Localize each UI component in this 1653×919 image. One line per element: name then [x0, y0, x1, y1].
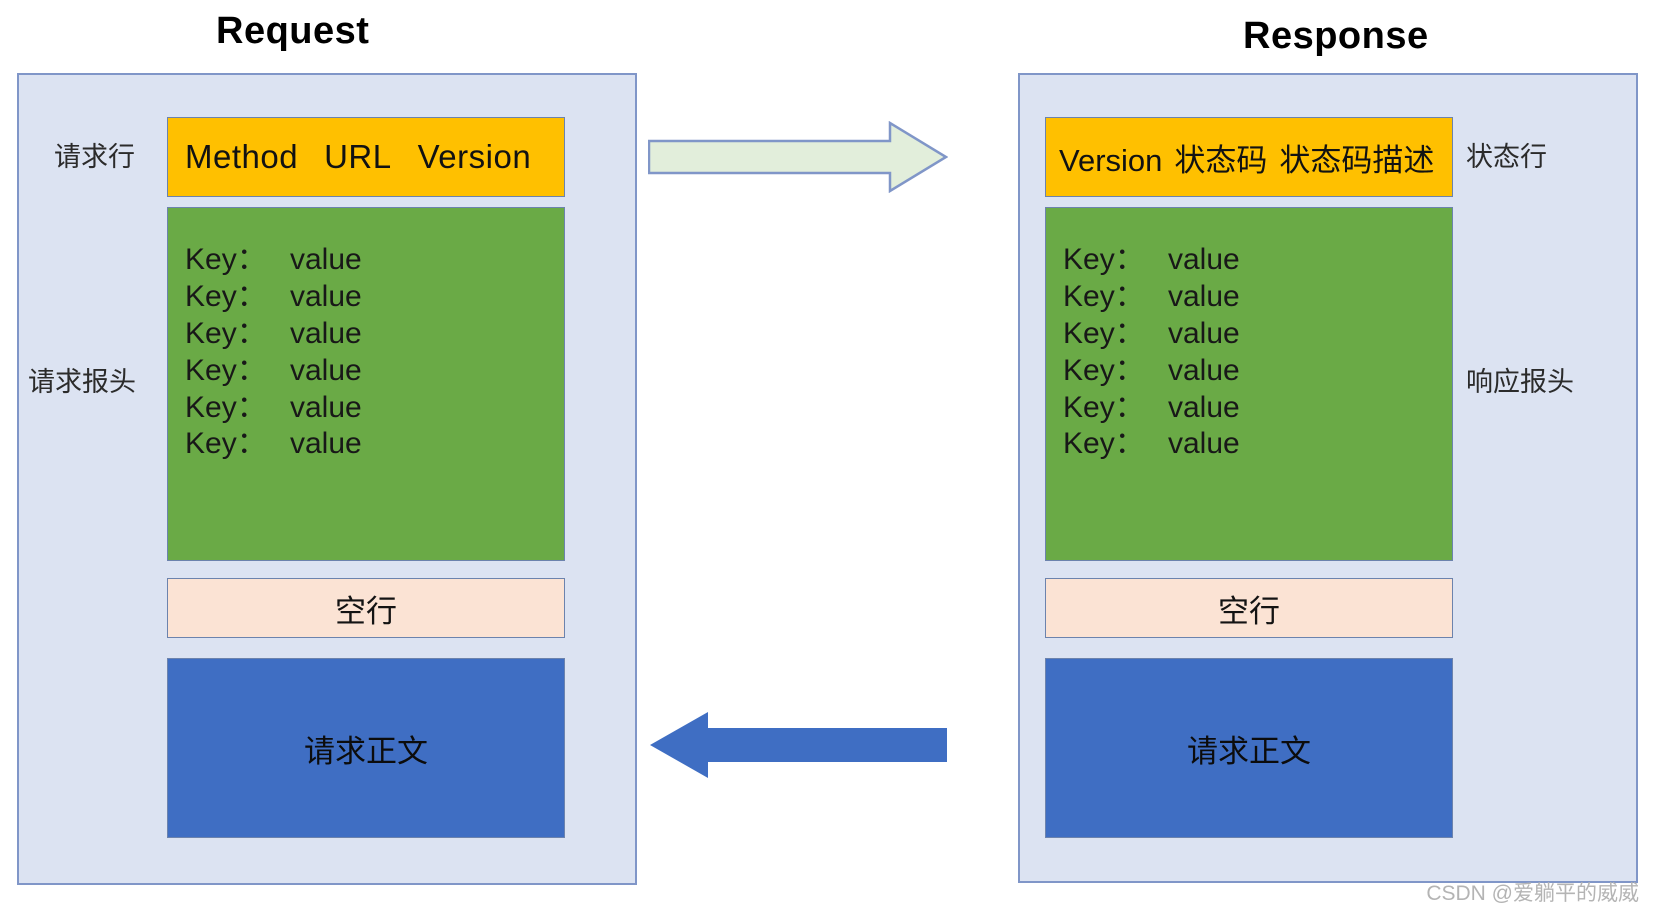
header-key: Key：	[185, 243, 267, 276]
response-header-side-label: 响应报头	[1466, 367, 1574, 397]
request-flow-arrow-right-icon	[648, 121, 948, 193]
header-key: Key：	[1063, 390, 1145, 424]
header-key: Key：	[185, 390, 267, 424]
header-value: value	[290, 279, 362, 313]
response-headers-block: Key：value Key：value Key：value Key：value …	[1045, 207, 1453, 561]
header-value: value	[1168, 427, 1240, 461]
request-blank-line-label: 空行	[335, 593, 397, 629]
response-blank-line-label: 空行	[1218, 593, 1280, 629]
request-method-label: Method	[185, 138, 299, 175]
header-value: value	[290, 316, 362, 350]
request-body-block: 请求正文	[167, 658, 565, 838]
header-value: value	[1168, 279, 1240, 313]
header-key: Key：	[1063, 353, 1145, 387]
list-item: Key： value	[185, 390, 362, 427]
response-panel: Version 状态码状态码描述 Key： value Key： value Key：…	[1018, 73, 1638, 883]
request-body-label: 请求正文	[304, 733, 428, 769]
response-flow-arrow-left-icon	[650, 712, 947, 778]
request-start-line-block: Method URL Version	[167, 117, 565, 197]
request-headers-block: Key：value Key：value Key：value Key：value …	[167, 207, 565, 561]
header-value: value	[1168, 353, 1240, 387]
list-item: Key： value	[1063, 279, 1240, 316]
list-item: Key： value	[1063, 242, 1240, 279]
status-line-side-label: 状态行	[1466, 142, 1547, 172]
list-item: Key： value	[185, 426, 362, 463]
request-start-line-text: Method URL Version	[168, 138, 531, 176]
response-status-desc-label: 状态码描述	[1279, 142, 1435, 178]
request-url-label: URL	[324, 138, 392, 175]
header-key: Key：	[185, 279, 267, 313]
response-body-label: 请求正文	[1187, 733, 1311, 769]
request-header-side-label: 请求报头	[28, 367, 136, 397]
header-value: value	[1168, 243, 1240, 276]
header-value: value	[290, 390, 362, 424]
response-status-code-label: 状态码	[1174, 142, 1268, 178]
header-key: Key：	[185, 427, 267, 461]
response-version-label: Version	[1059, 142, 1163, 178]
list-item: Key： value	[1063, 426, 1240, 463]
header-key: Key：	[1063, 316, 1145, 350]
request-header-list: Key：value Key：value Key：value Key：value …	[168, 208, 362, 463]
response-header-list: Key：value Key：value Key：value Key：value …	[1046, 208, 1240, 463]
header-key: Key：	[1063, 427, 1145, 461]
request-panel-title: Request	[216, 10, 370, 52]
header-key: Key：	[1063, 243, 1145, 276]
header-key: Key：	[185, 316, 267, 350]
list-item: Key： value	[1063, 353, 1240, 390]
response-panel-title: Response	[1243, 15, 1429, 57]
list-item: Key： value	[185, 316, 362, 353]
response-status-line-text: Version 状态码状态码描述	[1046, 135, 1434, 180]
response-status-line-block: Version 状态码状态码描述	[1045, 117, 1453, 197]
response-body-block: 请求正文	[1045, 658, 1453, 838]
list-item: Key： value	[185, 279, 362, 316]
header-value: value	[290, 243, 362, 276]
request-blank-line-block: 空行	[167, 578, 565, 638]
header-value: value	[1168, 316, 1240, 350]
header-value: value	[290, 427, 362, 461]
list-item: Key： value	[185, 353, 362, 390]
request-line-side-label: 请求行	[54, 142, 135, 172]
header-value: value	[290, 353, 362, 387]
header-key: Key：	[1063, 279, 1145, 313]
list-item: Key： value	[185, 242, 362, 279]
header-value: value	[1168, 390, 1240, 424]
request-version-label: Version	[417, 138, 532, 175]
list-item: Key： value	[1063, 316, 1240, 353]
header-key: Key：	[185, 353, 267, 387]
csdn-watermark: CSDN @爱躺平的威威	[1426, 882, 1639, 905]
response-blank-line-block: 空行	[1045, 578, 1453, 638]
request-panel: Method URL Version Key： value Key： value Key…	[17, 73, 637, 885]
list-item: Key： value	[1063, 390, 1240, 427]
